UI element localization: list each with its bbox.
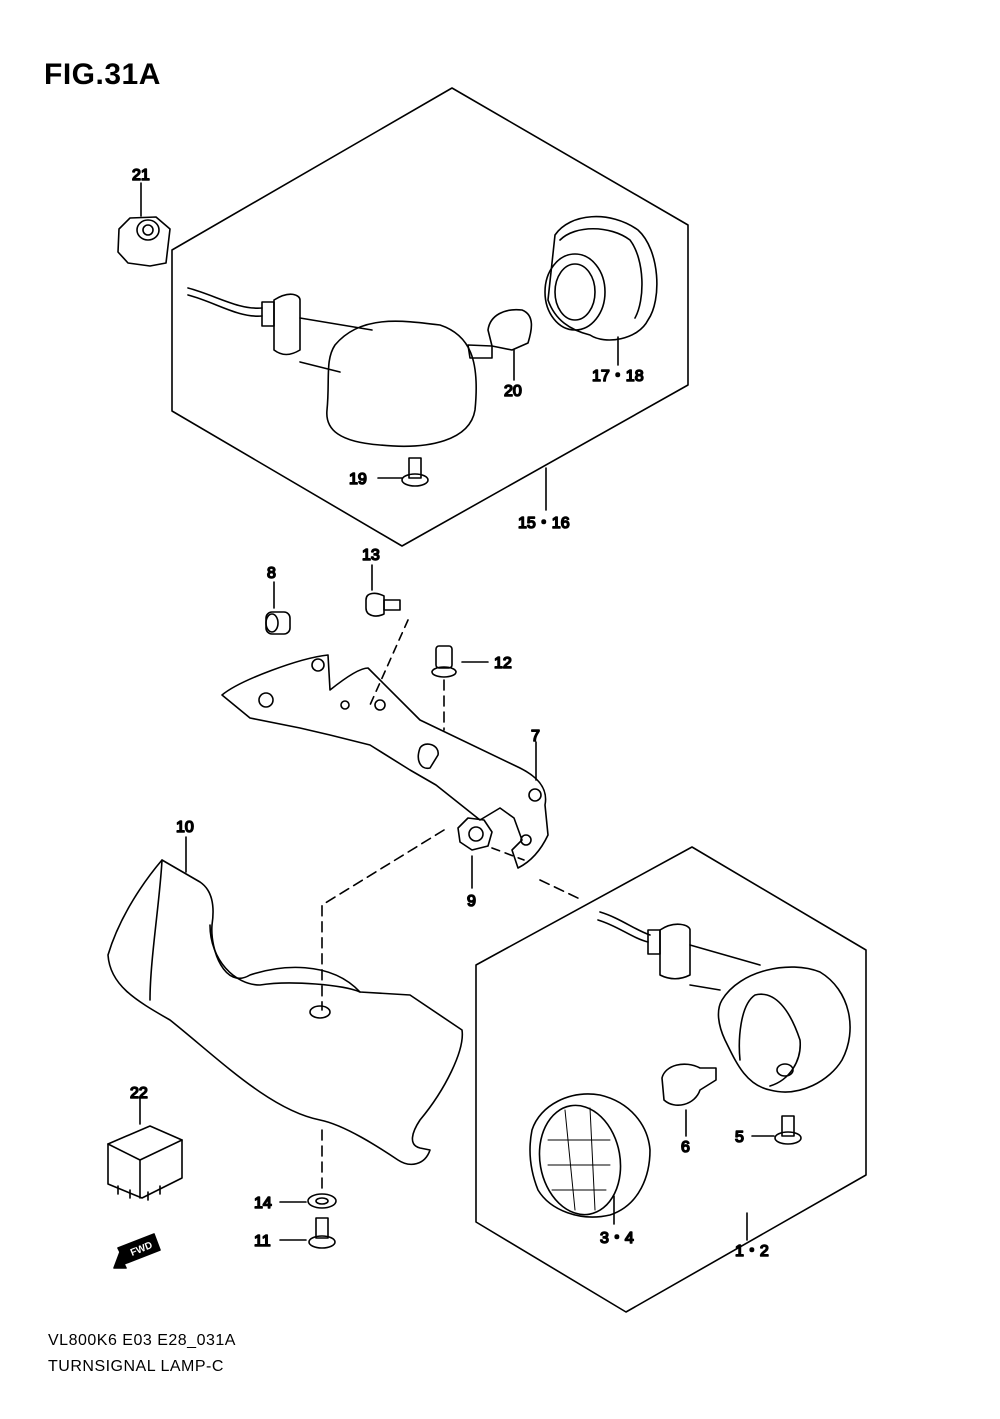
callout-14: 14 xyxy=(254,1195,272,1212)
bolt-part-13 xyxy=(365,564,409,706)
callout-12: 12 xyxy=(494,655,512,672)
nut-part-21 xyxy=(117,182,171,267)
callout-8: 8 xyxy=(267,565,276,582)
callout-21: 21 xyxy=(132,167,150,184)
callout-5: 5 xyxy=(735,1129,744,1146)
callout-1-2: 1・2 xyxy=(735,1243,769,1260)
lower-assembly-frame xyxy=(475,846,867,1313)
washer-part-14 xyxy=(279,1193,337,1209)
screw-part-5 xyxy=(751,1115,802,1145)
callout-3-4: 3・4 xyxy=(600,1230,634,1247)
screw-part-19 xyxy=(377,457,429,487)
lower-signal-body xyxy=(597,911,851,1093)
lens-part-17-18 xyxy=(544,215,658,366)
callout-6: 6 xyxy=(681,1139,690,1156)
cover-part-10 xyxy=(107,836,464,1166)
grommet-part-8 xyxy=(265,581,291,635)
callout-10: 10 xyxy=(176,819,194,836)
bulb-part-6 xyxy=(661,1063,717,1137)
callout-11: 11 xyxy=(254,1233,271,1250)
callout-20: 20 xyxy=(504,383,522,400)
callout-15-16: 15・16 xyxy=(518,515,570,532)
bracket-part-7 xyxy=(221,654,549,869)
bulb-part-20 xyxy=(467,308,533,381)
assembly-line-bracket-to-cover xyxy=(321,829,445,1011)
fwd-arrow: FWD xyxy=(113,1233,161,1269)
callout-17-18: 17・18 xyxy=(592,368,644,385)
callout-19: 19 xyxy=(349,471,367,488)
callout-7: 7 xyxy=(531,728,540,745)
assembly-line-bracket-to-lower xyxy=(539,879,583,901)
upper-signal-body xyxy=(187,287,478,448)
nut-part-9 xyxy=(457,817,525,889)
callout-22: 22 xyxy=(130,1085,148,1102)
diagram-name: TURNSIGNAL LAMP-C xyxy=(48,1358,224,1375)
upper-assembly-frame xyxy=(171,87,689,547)
relay-part-22 xyxy=(107,1097,183,1201)
callout-13: 13 xyxy=(362,547,380,564)
lens-part-3-4 xyxy=(529,1093,651,1225)
callout-9: 9 xyxy=(467,893,476,910)
collar-part-12 xyxy=(431,645,489,731)
model-code: VL800K6 E03 E28_031A xyxy=(48,1332,236,1349)
screw-part-11 xyxy=(279,1217,336,1249)
figure-title: FIG.31A xyxy=(44,58,161,91)
